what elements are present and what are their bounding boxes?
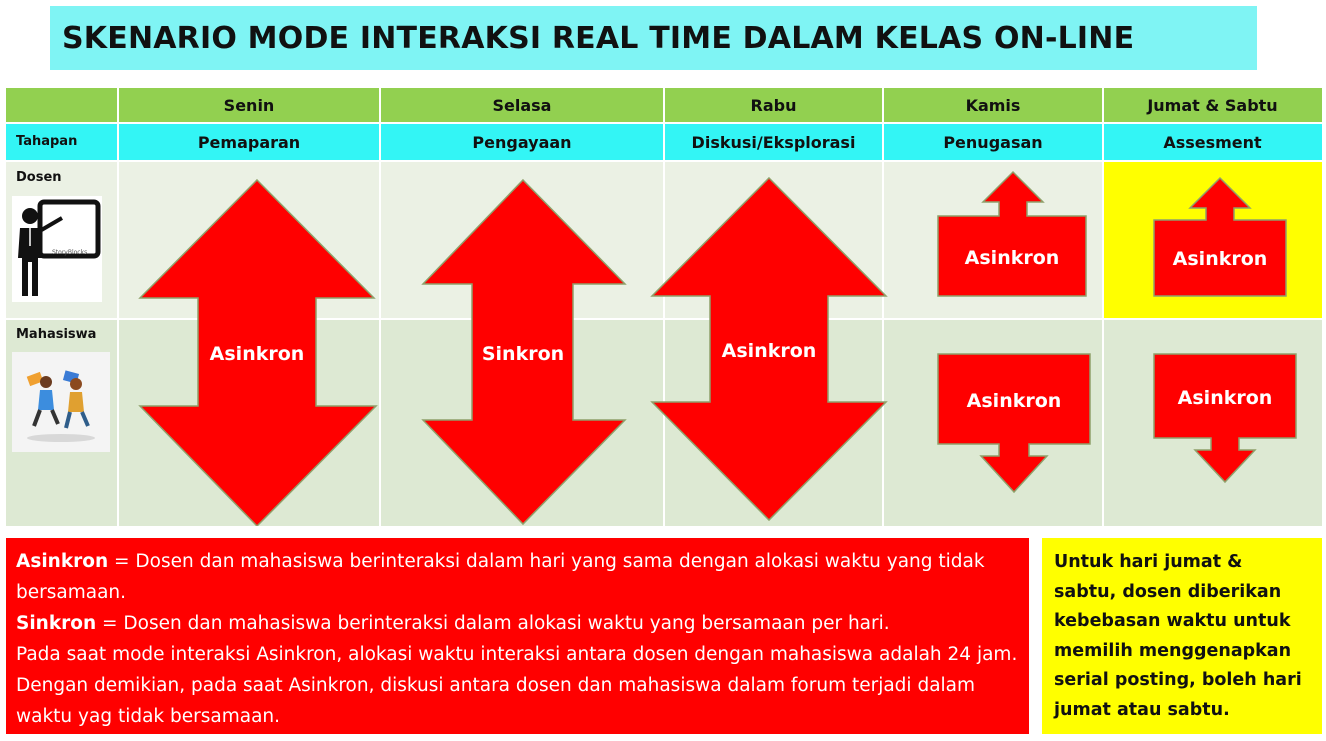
asinkron-definition: Asinkron = Dosen dan mahasiswa berintera… — [16, 546, 1019, 608]
mode-jumat-dosen: Asinkron — [1173, 248, 1268, 270]
down-arrow-box-jumat — [1153, 353, 1297, 484]
mode-jumat-mahasiswa: Asinkron — [1178, 387, 1273, 409]
asinkron-text: = Dosen dan mahasiswa berinteraksi dalam… — [16, 551, 985, 603]
day-selasa: Selasa — [492, 95, 552, 115]
sinkron-text: = Dosen dan mahasiswa berinteraksi dalam… — [96, 613, 890, 634]
double-arrow-selasa — [421, 178, 627, 526]
stage-assesment: Assesment — [1163, 132, 1262, 152]
stage-diskusi: Diskusi/Eksplorasi — [691, 132, 856, 152]
students-illustration — [12, 352, 110, 452]
stage-pemaparan: Pemaparan — [197, 132, 301, 152]
grid-line — [663, 88, 665, 526]
mode-kamis-dosen: Asinkron — [965, 247, 1060, 269]
stage-penugasan: Penugasan — [943, 132, 1043, 152]
day-jumat-sabtu: Jumat & Sabtu — [1147, 95, 1278, 115]
mode-senin: Asinkron — [210, 343, 305, 365]
svg-text:StoryBlocks: StoryBlocks — [52, 249, 87, 256]
title-bar: SKENARIO MODE INTERAKSI REAL TIME DALAM … — [50, 6, 1257, 70]
tahapan-label: Tahapan — [16, 134, 78, 149]
grid-line — [379, 88, 381, 526]
grid-line — [1102, 88, 1104, 526]
mode-rabu: Asinkron — [722, 340, 817, 362]
side-note: Untuk hari jumat & sabtu, dosen diberika… — [1042, 538, 1322, 734]
grid-line — [6, 122, 1322, 124]
grid-line — [882, 88, 884, 526]
grid-line — [6, 318, 1322, 320]
asinkron-detail: Pada saat mode interaksi Asinkron, aloka… — [16, 644, 1018, 727]
mode-kamis-mahasiswa: Asinkron — [967, 390, 1062, 412]
asinkron-term: Asinkron — [16, 551, 109, 572]
day-rabu: Rabu — [750, 95, 797, 115]
arrows-layer: Asinkron Sinkron Asinkron Asinkron Asink… — [138, 170, 1297, 526]
grid-line — [6, 160, 1322, 162]
down-arrow-box-kamis — [937, 353, 1091, 494]
day-senin: Senin — [223, 95, 275, 115]
mode-selasa: Sinkron — [482, 343, 564, 365]
dosen-label: Dosen — [16, 170, 62, 185]
sinkron-term: Sinkron — [16, 613, 97, 634]
double-arrow-rabu — [650, 176, 888, 522]
schedule-table: Senin Selasa Rabu Kamis Jumat & Sabtu Ta… — [6, 88, 1322, 526]
mahasiswa-label: Mahasiswa — [16, 327, 97, 342]
double-arrow-senin — [138, 178, 378, 526]
up-arrow-box-kamis — [937, 170, 1087, 297]
grid-line — [117, 88, 119, 526]
sinkron-definition: Sinkron = Dosen dan mahasiswa berinterak… — [16, 608, 1019, 639]
stage-pengayaan: Pengayaan — [472, 132, 572, 152]
up-arrow-box-jumat — [1153, 176, 1287, 297]
teacher-illustration: StoryBlocks — [12, 196, 102, 302]
page-title: SKENARIO MODE INTERAKSI REAL TIME DALAM … — [62, 20, 1135, 56]
day-kamis: Kamis — [965, 95, 1021, 115]
definition-note: Asinkron = Dosen dan mahasiswa berintera… — [6, 538, 1029, 734]
